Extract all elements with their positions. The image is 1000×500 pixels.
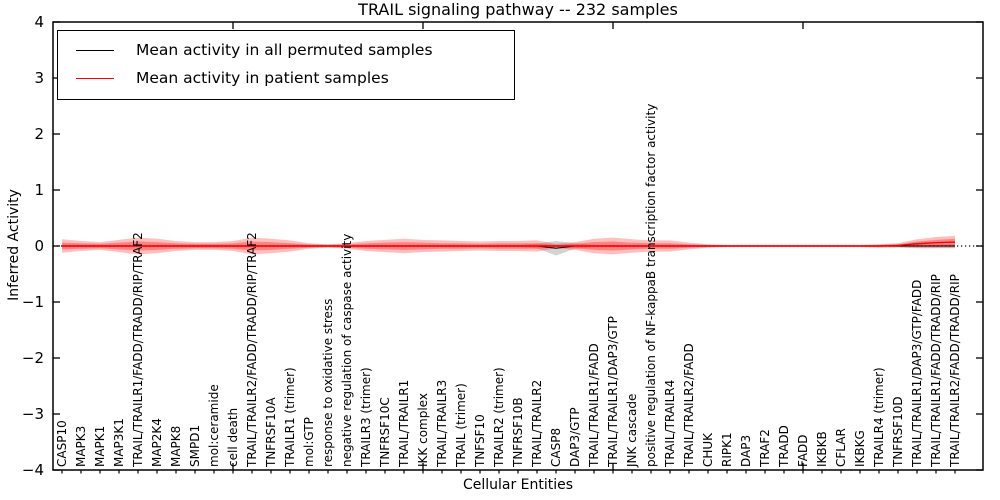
y-tick-label: −2 xyxy=(22,349,44,367)
legend-label-patient: Mean activity in patient samples xyxy=(136,69,389,87)
x-tick-label: RIPK1 xyxy=(720,432,734,467)
x-tick-label: CHUK xyxy=(701,432,715,467)
x-tick-label: TRAIL/TRAILR1/FADD xyxy=(587,343,601,468)
x-tick-label: TRAIL/TRAILR2/FADD/TRADD/RIP/TRAF2 xyxy=(245,232,259,468)
x-tick-label: SMPD1 xyxy=(188,425,202,467)
x-tick-label: TRAIL/TRAILR3 xyxy=(435,380,449,468)
x-tick-label: negative regulation of caspase activity xyxy=(340,234,354,467)
x-tick-label: MAPK8 xyxy=(169,426,183,467)
x-tick-label: IKK complex xyxy=(416,393,430,467)
x-tick-label: CASP8 xyxy=(549,428,563,467)
y-tick-label: 3 xyxy=(34,69,44,87)
x-tick-label: TRAIL/TRAILR2/FADD/TRADD/RIP xyxy=(948,274,962,468)
x-tick-label: TNFRSF10C xyxy=(378,397,392,468)
legend-line-sample-black xyxy=(76,49,114,51)
x-tick-label: MAP2K4 xyxy=(150,418,164,467)
x-tick-label: cell death xyxy=(226,408,240,467)
x-tick-label: DAP3/GTP xyxy=(568,407,582,467)
x-tick-label: TRAILR2 (trimer) xyxy=(492,367,506,468)
band-patient-outer xyxy=(62,235,955,255)
y-tick-label: −3 xyxy=(22,405,44,423)
x-tick-label: CFLAR xyxy=(834,428,848,467)
x-tick-label: IKBKB xyxy=(815,431,829,467)
y-tick-label: 4 xyxy=(34,13,44,31)
x-tick-label: TNFRSF10B xyxy=(511,397,525,468)
x-tick-label: TRAIL/TRAILR1/DAP3/GTP/FADD xyxy=(910,280,924,468)
x-tick-label: TRAILR4 (trimer) xyxy=(872,367,886,468)
x-tick-label: TRAIL/TRAILR1/FADD/TRADD/RIP xyxy=(929,274,943,468)
x-tick-label: positive regulation of NF-kappaB transcr… xyxy=(644,104,658,467)
band-patient-inner xyxy=(62,238,955,251)
x-tick-label: MAPK1 xyxy=(93,426,107,467)
x-tick-label: TNFRSF10A xyxy=(264,397,278,468)
x-tick-label: TRAIL/TRAILR1/FADD/TRADD/RIP/TRAF2 xyxy=(131,232,145,468)
x-tick-label: FADD xyxy=(796,435,810,468)
x-tick-label: TRAIL/TRAILR1 xyxy=(397,380,411,468)
x-tick-label: IKBKG xyxy=(853,430,867,467)
x-tick-label: TRAILR3 (trimer) xyxy=(359,367,373,468)
y-tick-label: 0 xyxy=(34,237,44,255)
x-tick-label: TRAIL/TRAILR2 xyxy=(530,380,544,468)
x-tick-label: CASP10 xyxy=(55,420,69,467)
x-tick-label: TRAILR1 (trimer) xyxy=(283,367,297,468)
x-tick-label: TRADD xyxy=(777,425,791,468)
x-axis-title: Cellular Entities xyxy=(462,477,574,493)
x-tick-label: MAP3K1 xyxy=(112,418,126,467)
x-tick-label: mol:GTP xyxy=(302,417,316,467)
legend-line-sample-red xyxy=(76,77,114,79)
chart-title: TRAIL signaling pathway -- 232 samples xyxy=(358,0,678,19)
legend: Mean activity in all permuted samples Me… xyxy=(57,30,515,100)
legend-label-permuted: Mean activity in all permuted samples xyxy=(136,41,433,59)
x-tick-label: JNK cascade xyxy=(625,394,639,468)
legend-item-patient: Mean activity in patient samples xyxy=(58,64,514,92)
x-tick-label: TRAF2 xyxy=(758,429,772,468)
x-tick-label: response to oxidative stress xyxy=(321,299,335,467)
x-tick-label: DAP3 xyxy=(739,435,753,467)
x-tick-label: MAPK3 xyxy=(74,426,88,467)
y-axis-title: Inferred Activity xyxy=(6,189,22,301)
x-tick-label: TRAIL/TRAILR1/DAP3/GTP xyxy=(606,316,620,468)
mean-line-patient xyxy=(62,241,956,247)
legend-item-permuted: Mean activity in all permuted samples xyxy=(58,36,514,64)
y-tick-label: −4 xyxy=(22,461,44,479)
x-tick-label: TNFRSF10D xyxy=(891,396,905,468)
y-tick-label: −1 xyxy=(22,293,44,311)
x-tick-label: TNFSF10 xyxy=(473,414,487,468)
x-tick-label: TRAIL (trimer) xyxy=(454,383,468,468)
y-tick-label: 1 xyxy=(34,181,44,199)
x-tick-label: mol:ceramide xyxy=(207,384,221,467)
x-tick-label: TRAIL/TRAILR4 xyxy=(663,380,677,468)
y-tick-label: 2 xyxy=(34,125,44,143)
x-tick-label: TRAIL/TRAILR2/FADD xyxy=(682,343,696,468)
